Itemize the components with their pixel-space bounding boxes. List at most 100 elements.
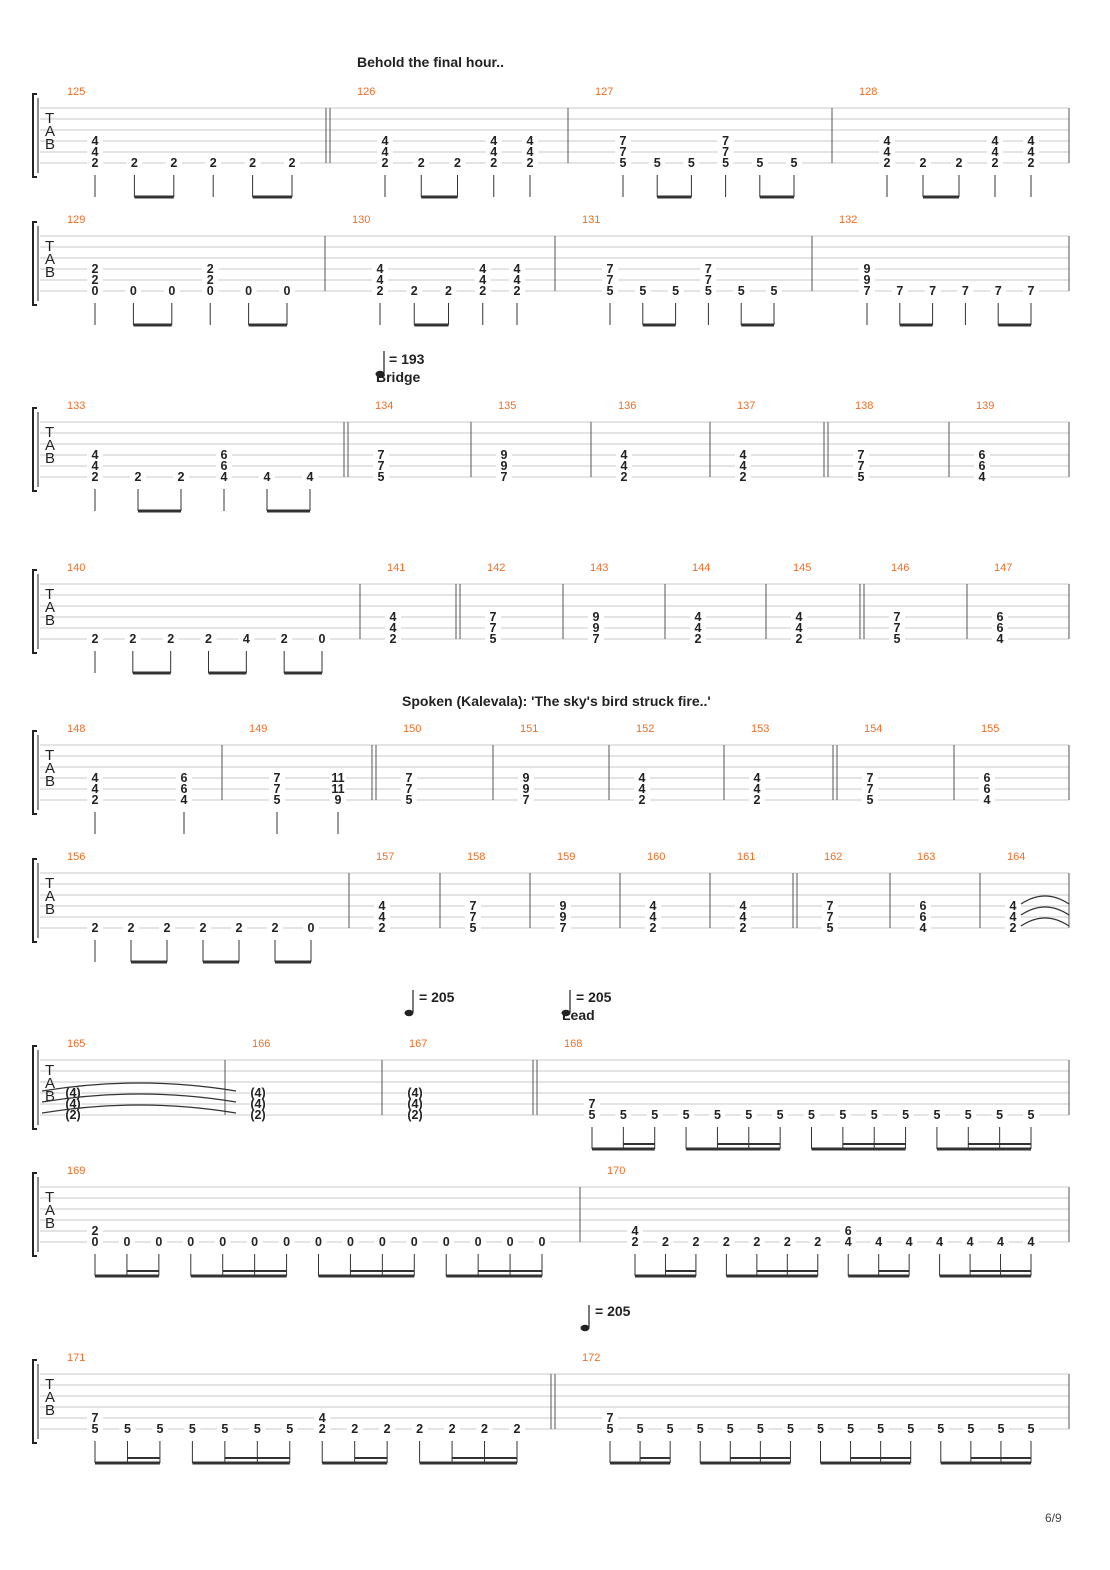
fret-number: 5: [839, 1108, 846, 1122]
measure-number: 155: [981, 723, 999, 735]
fret-number: 7: [490, 621, 497, 635]
measure-number: 129: [67, 214, 85, 226]
fret-number: (4): [250, 1086, 265, 1100]
fret-number: 2: [210, 156, 217, 170]
system-bracket: [32, 858, 37, 943]
tab-clef-letter: A: [45, 599, 55, 616]
fret-number: 7: [705, 262, 712, 276]
fret-number: 7: [995, 284, 1002, 298]
fret-number: 5: [607, 284, 614, 298]
fret-number: 2: [445, 284, 452, 298]
fret-number: 4: [181, 793, 188, 807]
fret-number: 5: [791, 156, 798, 170]
tab-clef-letter: A: [45, 437, 55, 454]
measure-number: 135: [498, 400, 516, 412]
fret-number: 5: [871, 1108, 878, 1122]
lyric-annotation-behold: Behold the final hour..: [357, 54, 504, 70]
system-bracket: [32, 1359, 37, 1444]
fret-number: 0: [283, 1235, 290, 1249]
fret-number: 5: [827, 921, 834, 935]
fret-number: 2: [92, 921, 99, 935]
fret-number: 4: [92, 782, 99, 796]
fret-number: 9: [560, 899, 567, 913]
fret-number: 6: [984, 771, 991, 785]
fret-number: 2: [814, 1235, 821, 1249]
fret-number: 4: [979, 470, 986, 484]
tab-clef-letter: T: [45, 110, 54, 127]
fret-number: 4: [1010, 899, 1017, 913]
fret-number: 2: [411, 284, 418, 298]
fret-number: 0: [347, 1235, 354, 1249]
fret-number: 4: [1028, 1235, 1035, 1249]
fret-number: 5: [902, 1108, 909, 1122]
tab-clef-letter: A: [45, 888, 55, 905]
measure-number: 127: [595, 86, 613, 98]
fret-number: 4: [936, 1235, 943, 1249]
fret-number: 4: [92, 459, 99, 473]
fret-number: 5: [808, 1108, 815, 1122]
fret-number: 5: [727, 1422, 734, 1436]
fret-number: 4: [875, 1235, 882, 1249]
fret-number: 5: [847, 1422, 854, 1436]
fret-number: 4: [796, 610, 803, 624]
fret-number: 2: [784, 1235, 791, 1249]
fret-number: 5: [470, 921, 477, 935]
fret-number: (4): [250, 1097, 265, 1111]
fret-number: 7: [894, 621, 901, 635]
fret-number: 4: [920, 921, 927, 935]
measure-number: 134: [375, 400, 393, 412]
measure-number: 141: [387, 562, 405, 574]
fret-number: 4: [906, 1235, 913, 1249]
fret-number: 2: [527, 156, 534, 170]
fret-number: 5: [637, 1422, 644, 1436]
fret-number: 5: [607, 1422, 614, 1436]
measure-number: 144: [692, 562, 710, 574]
tempo-marker-193: = 193: [375, 351, 425, 378]
fret-number: 2: [92, 632, 99, 646]
measure-number: 153: [751, 723, 769, 735]
fret-number: 2: [319, 1422, 326, 1436]
fret-number: 2: [884, 156, 891, 170]
fret-number: 4: [479, 273, 486, 287]
fret-number: 4: [1010, 910, 1017, 924]
fret-number: 5: [667, 1422, 674, 1436]
fret-number: 7: [864, 284, 871, 298]
fret-number: 4: [650, 899, 657, 913]
tab-clef-letter: B: [45, 1088, 55, 1105]
fret-number: 4: [997, 1235, 1004, 1249]
fret-number: 2: [639, 793, 646, 807]
fret-number: 5: [757, 1422, 764, 1436]
fret-number: 5: [639, 284, 646, 298]
fret-number: 7: [501, 470, 508, 484]
measure-number: 148: [67, 723, 85, 735]
fret-number: 4: [307, 470, 314, 484]
fret-number: 7: [593, 632, 600, 646]
fret-number: 2: [1010, 921, 1017, 935]
fret-number: 6: [845, 1224, 852, 1238]
fret-number: 4: [243, 632, 250, 646]
system-bracket: [32, 407, 37, 492]
tab-clef-letter: A: [45, 1389, 55, 1406]
fret-number: 4: [740, 910, 747, 924]
fret-number: 5: [787, 1422, 794, 1436]
fret-number: 4: [514, 262, 521, 276]
fret-number: 5: [997, 1422, 1004, 1436]
fret-number: 2: [662, 1235, 669, 1249]
fret-number: 5: [589, 1108, 596, 1122]
tie: [41, 1082, 237, 1092]
fret-number: 5: [771, 284, 778, 298]
tab-clef-letter: T: [45, 747, 54, 764]
fret-number: 2: [167, 632, 174, 646]
fret-number: 2: [281, 632, 288, 646]
fret-number: 2: [920, 156, 927, 170]
fret-number: 4: [740, 459, 747, 473]
measure-number: 154: [864, 723, 882, 735]
